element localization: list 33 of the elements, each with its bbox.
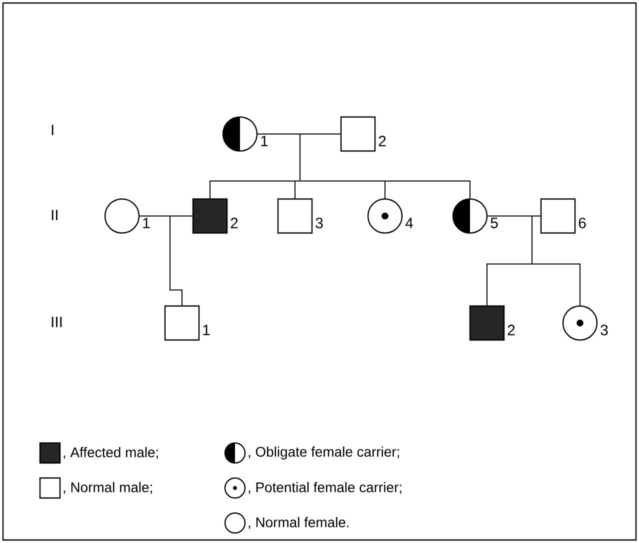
pedigree-line — [300, 134, 470, 199]
individual-number: 2 — [230, 218, 238, 228]
circle-symbol — [104, 198, 140, 234]
generation-label: II — [52, 210, 58, 220]
legend-text: , Normal male; — [64, 482, 152, 494]
generation-label: III — [52, 316, 62, 328]
half-filled-circle-symbol — [222, 116, 258, 152]
individual-number: 6 — [578, 218, 586, 228]
square-symbol — [540, 198, 576, 234]
half-filled-circle-symbol — [452, 198, 488, 234]
generation-label: I — [52, 124, 54, 136]
square-symbol — [340, 116, 376, 152]
filled-square-symbol — [469, 305, 505, 341]
dotted-circle-symbol — [562, 305, 598, 341]
pedigree-line — [170, 216, 193, 306]
individual-number: 1 — [143, 218, 150, 228]
legend-text: , Normal female. — [248, 517, 349, 529]
individual-number: 1 — [261, 136, 268, 146]
individual-number: 4 — [405, 218, 413, 228]
individual-number: 5 — [490, 218, 498, 228]
pedigree-line — [532, 216, 580, 306]
individual-number: 2 — [508, 324, 515, 336]
dotted-circle-symbol — [367, 198, 403, 234]
individual-number: 1 — [203, 324, 210, 336]
filled-square-symbol — [192, 198, 228, 234]
individual-number: 3 — [600, 324, 608, 336]
legend-text: , Obligate female carrier; — [248, 446, 399, 460]
individual-number: 3 — [316, 218, 323, 228]
square-symbol — [164, 305, 200, 341]
legend-text: , Potential female carrier; — [248, 482, 402, 494]
legend-text: , Affected male; — [64, 447, 158, 459]
individual-number: 2 — [378, 136, 386, 146]
square-symbol — [277, 198, 313, 234]
